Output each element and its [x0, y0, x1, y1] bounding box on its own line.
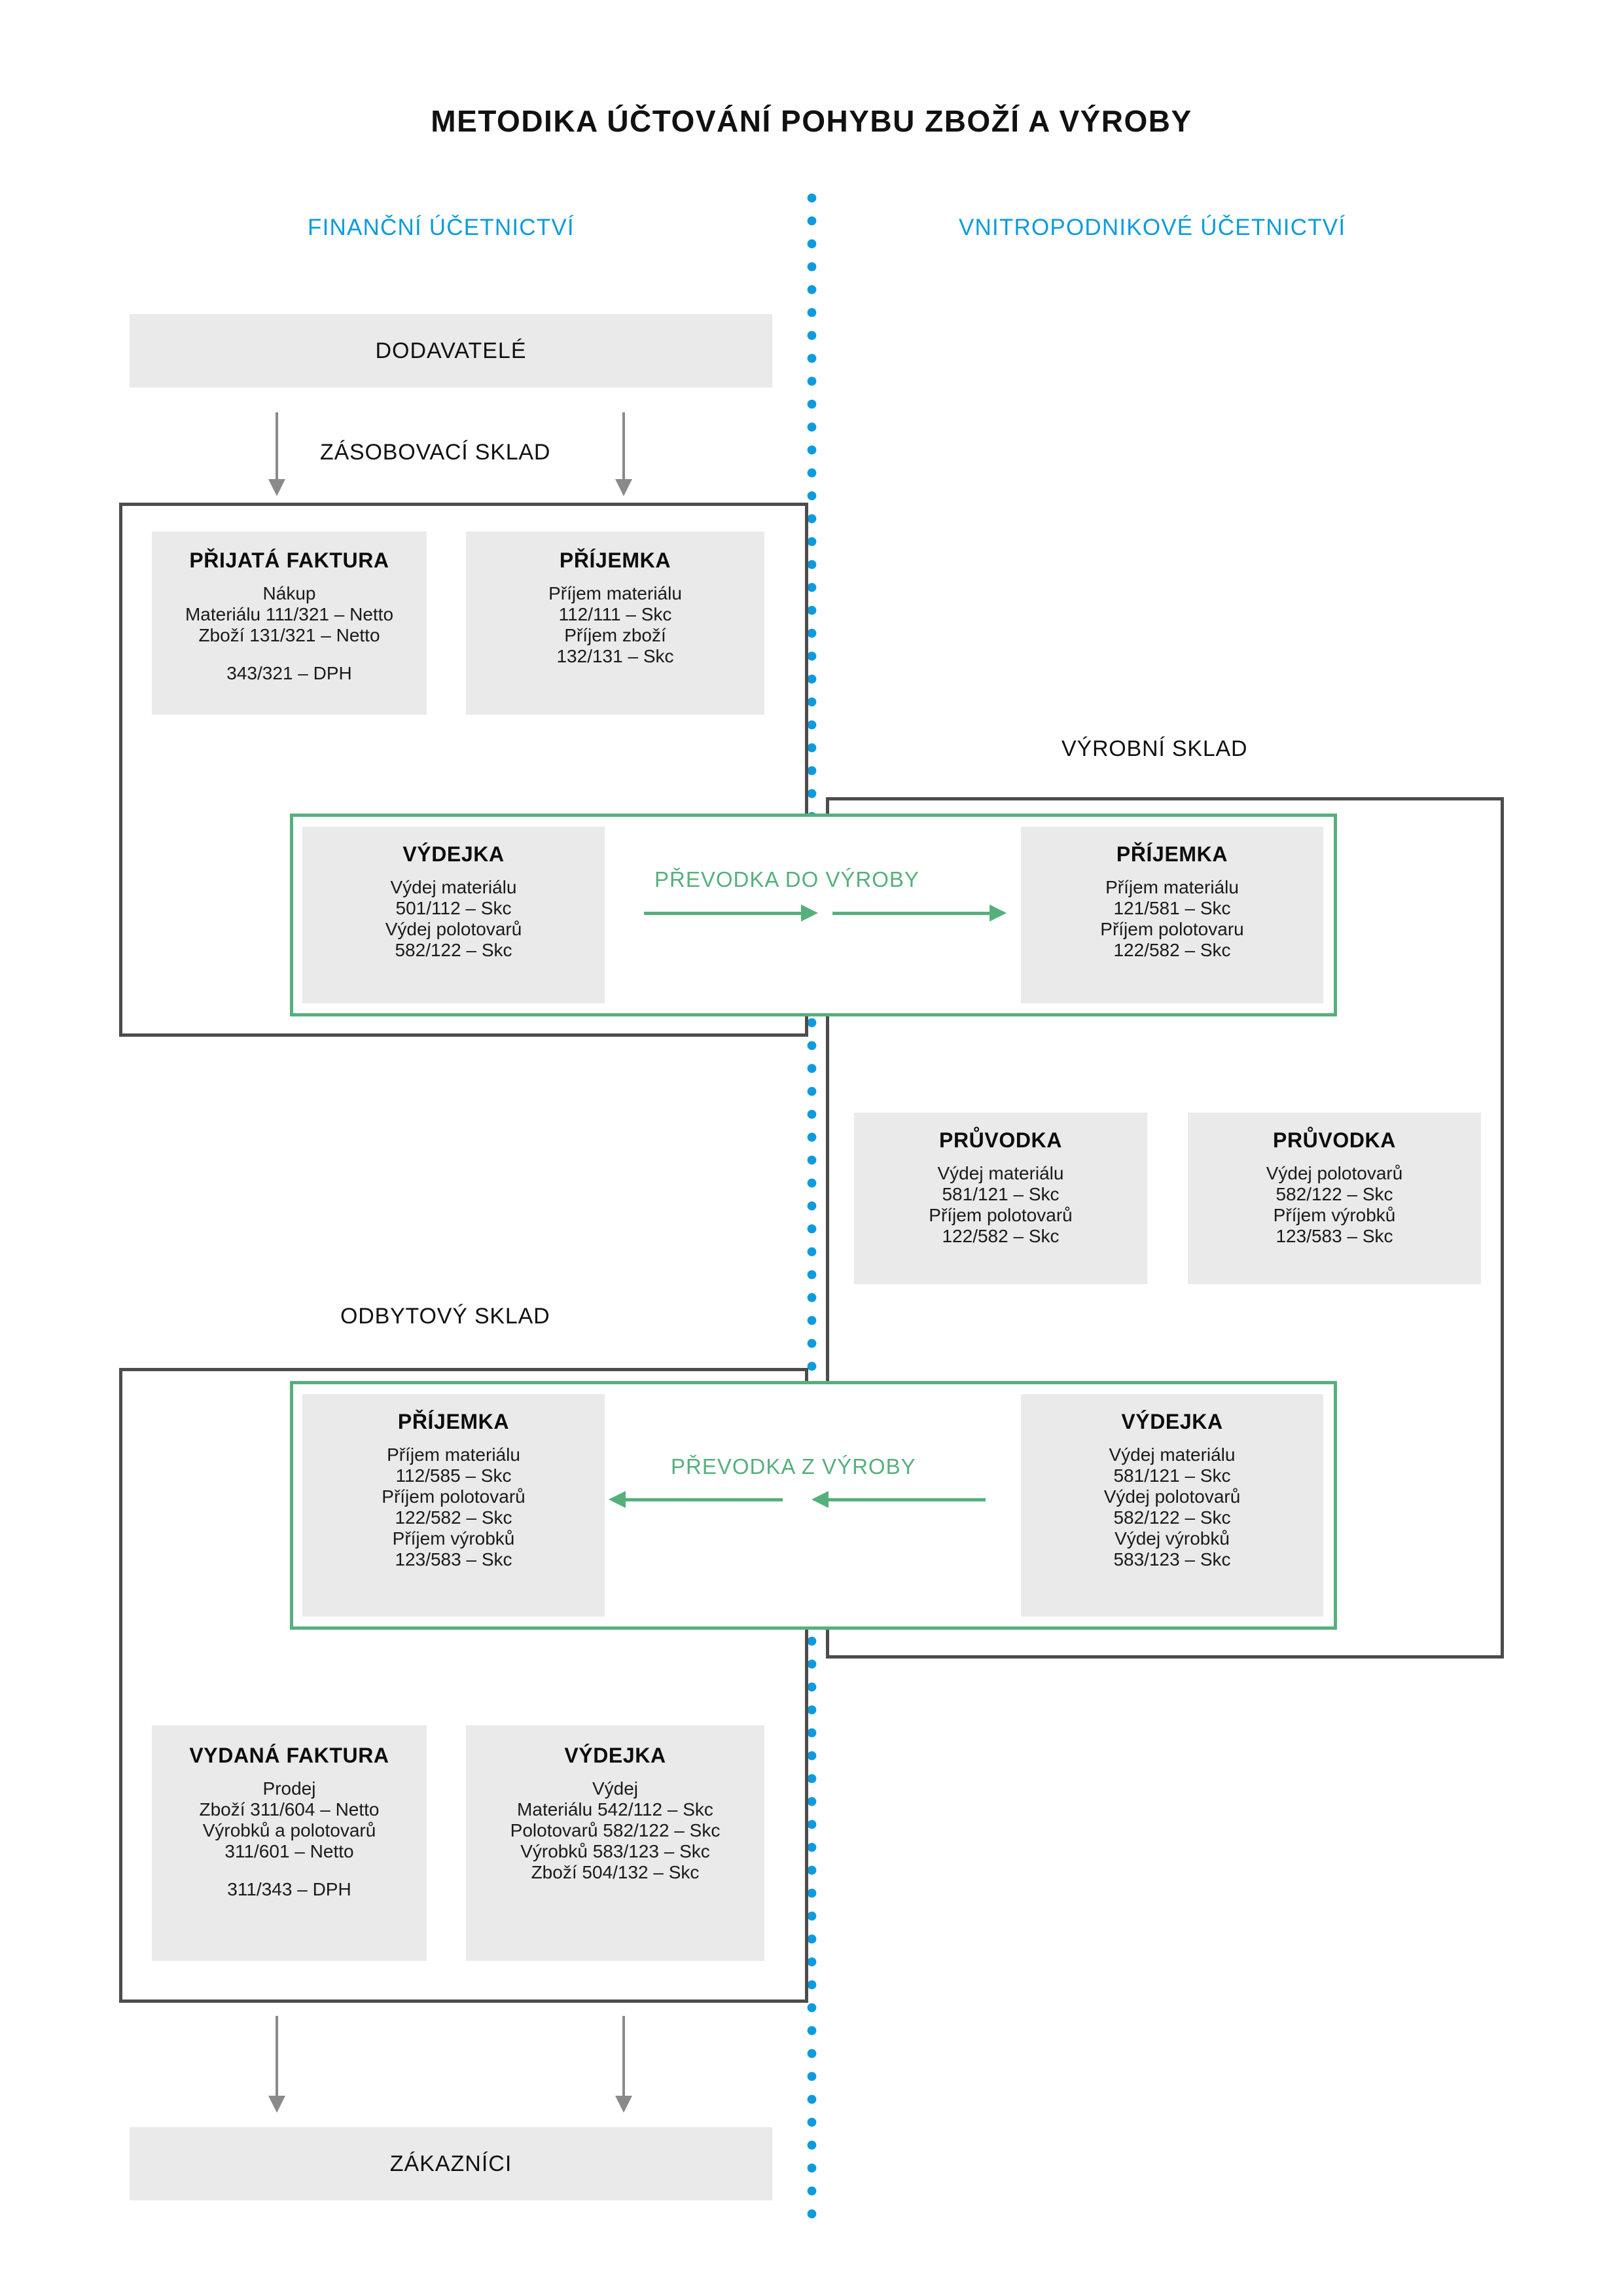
box-line: Materiálu 542/112 – Skc — [517, 1799, 713, 1820]
box-issue-sales: VÝDEJKA Výdej Materiálu 542/112 – Skc Po… — [466, 1725, 764, 1961]
box-line: 112/111 – Skc — [558, 604, 672, 624]
arrow-into-production-right — [832, 905, 1007, 922]
arrow-from-production-left — [609, 1491, 783, 1508]
box-routing-card-2: PRŮVODKA Výdej polotovarů 582/122 – Skc … — [1188, 1113, 1481, 1284]
box-title: PRŮVODKA — [1273, 1128, 1396, 1152]
box-line: 311/343 – DPH — [227, 1879, 351, 1899]
box-routing-card-1: PRŮVODKA Výdej materiálu 581/121 – Skc P… — [854, 1113, 1147, 1284]
box-line: 123/583 – Skc — [395, 1549, 512, 1570]
box-line: 122/582 – Skc — [942, 1226, 1060, 1246]
box-title: VYDANÁ FAKTURA — [189, 1744, 389, 1767]
box-title: VÝDEJKA — [1121, 1410, 1223, 1433]
box-title: PŘIJATÁ FAKTURA — [189, 548, 389, 572]
box-line: 581/121 – Skc — [1113, 1465, 1231, 1486]
arrow-suppliers-to-receipt — [614, 412, 633, 496]
box-line: Příjem materiálu — [1105, 877, 1239, 897]
box-title: PŘÍJEMKA — [397, 1410, 510, 1433]
box-line: Příjem materiálu — [548, 583, 682, 603]
box-line: Prodej — [262, 1778, 316, 1799]
box-line: Zboží 504/132 – Skc — [531, 1862, 700, 1882]
box-issue-to-production: VÝDEJKA Výdej materiálu 501/112 – Skc Vý… — [302, 827, 605, 1003]
box-line: Výdej materiálu — [937, 1163, 1064, 1183]
box-title: PRŮVODKA — [939, 1128, 1062, 1152]
customers-banner: ZÁKAZNÍCI — [130, 2127, 772, 2200]
box-line: Materiálu 111/321 – Netto — [185, 604, 394, 624]
arrow-issue-to-customers — [614, 2016, 633, 2113]
box-title: PŘÍJEMKA — [1116, 842, 1228, 866]
arrow-into-production-left — [644, 905, 818, 922]
arrow-suppliers-to-invoice — [267, 412, 287, 496]
frame-supply-warehouse — [119, 503, 808, 1037]
frame-production-warehouse — [826, 797, 1504, 1659]
box-issue-from-production: VÝDEJKA Výdej materiálu 581/121 – Skc Vý… — [1021, 1394, 1323, 1617]
box-line: 583/123 – Skc — [1113, 1549, 1231, 1570]
box-line: Výdej polotovarů — [1266, 1163, 1403, 1183]
box-line: Výdej polotovarů — [385, 919, 522, 939]
column-heading-internal: VNITROPODNIKOVÉ ÚČETNICTVÍ — [959, 215, 1346, 240]
vertical-dotted-divider — [807, 193, 817, 2229]
box-receipt-sales: PŘÍJEMKA Příjem materiálu 112/585 – Skc … — [302, 1394, 605, 1617]
box-line: 122/582 – Skc — [395, 1507, 512, 1528]
box-line: Příjem polotovarů — [929, 1205, 1073, 1225]
box-line: Výrobků 583/123 – Skc — [520, 1841, 710, 1861]
label-sales-warehouse: ODBYTOVÝ SKLAD — [340, 1304, 550, 1329]
column-heading-financial: FINANČNÍ ÚČETNICTVÍ — [308, 215, 575, 240]
box-line: 311/601 – Netto — [224, 1841, 354, 1861]
box-line: 121/581 – Skc — [1113, 898, 1231, 918]
box-line: Výdej materiálu — [1109, 1444, 1236, 1465]
box-title: PŘÍJEMKA — [559, 548, 671, 572]
box-line: Polotovarů 582/122 – Skc — [510, 1820, 721, 1840]
arrow-from-production-right — [812, 1491, 986, 1508]
box-line: 501/112 – Skc — [395, 898, 512, 918]
box-receipt-production: PŘÍJEMKA Příjem materiálu 121/581 – Skc … — [1021, 827, 1323, 1003]
box-line: 132/131 – Skc — [556, 646, 674, 666]
box-line: Zboží 311/604 – Netto — [199, 1799, 380, 1820]
box-line: 581/121 – Skc — [942, 1184, 1060, 1204]
box-line: Výdej polotovarů — [1103, 1486, 1241, 1507]
box-line: 582/122 – Skc — [395, 940, 512, 960]
suppliers-label: DODAVATELÉ — [375, 338, 527, 363]
box-line: Příjem výrobků — [392, 1528, 515, 1549]
box-line: Nákup — [262, 583, 316, 603]
arrow-invoice-to-customers — [267, 2016, 287, 2113]
box-receipt-supply: PŘÍJEMKA Příjem materiálu 112/111 – Skc … — [466, 531, 764, 715]
box-line: Výrobků a polotovarů — [202, 1820, 376, 1840]
box-line: 112/585 – Skc — [395, 1465, 512, 1486]
page-title: METODIKA ÚČTOVÁNÍ POHYBU ZBOŽÍ A VÝROBY — [431, 104, 1192, 138]
box-line: Výdej výrobků — [1115, 1528, 1230, 1549]
box-title: VÝDEJKA — [564, 1744, 666, 1767]
caption-transfer-from-production: PŘEVODKA Z VÝROBY — [671, 1454, 916, 1479]
customers-label: ZÁKAZNÍCI — [389, 2151, 512, 2176]
box-issued-invoice: VYDANÁ FAKTURA Prodej Zboží 311/604 – Ne… — [152, 1725, 427, 1961]
box-line: Příjem polotovaru — [1100, 919, 1244, 939]
caption-transfer-into-production: PŘEVODKA DO VÝROBY — [654, 867, 919, 891]
box-line: Výdej materiálu — [390, 877, 517, 897]
label-production-warehouse: VÝROBNÍ SKLAD — [1061, 736, 1248, 761]
box-line: Příjem polotovarů — [382, 1486, 526, 1507]
box-received-invoice: PŘIJATÁ FAKTURA Nákup Materiálu 111/321 … — [152, 531, 427, 715]
box-line: 582/122 – Skc — [1113, 1507, 1231, 1528]
box-title: VÝDEJKA — [402, 842, 505, 866]
label-supply-warehouse: ZÁSOBOVACÍ SKLAD — [320, 440, 551, 465]
box-line: Příjem materiálu — [387, 1444, 520, 1465]
box-line: 122/582 – Skc — [1113, 940, 1231, 960]
box-line: 123/583 – Skc — [1275, 1226, 1393, 1246]
box-line: 343/321 – DPH — [226, 663, 352, 683]
box-line: Příjem výrobků — [1273, 1205, 1396, 1225]
box-line: Zboží 131/321 – Netto — [198, 625, 380, 645]
suppliers-banner: DODAVATELÉ — [130, 314, 772, 387]
box-line: Výdej — [592, 1778, 639, 1799]
box-line: 582/122 – Skc — [1275, 1184, 1393, 1204]
frame-sales-warehouse — [119, 1368, 808, 2003]
box-line: Příjem zboží — [564, 625, 666, 645]
